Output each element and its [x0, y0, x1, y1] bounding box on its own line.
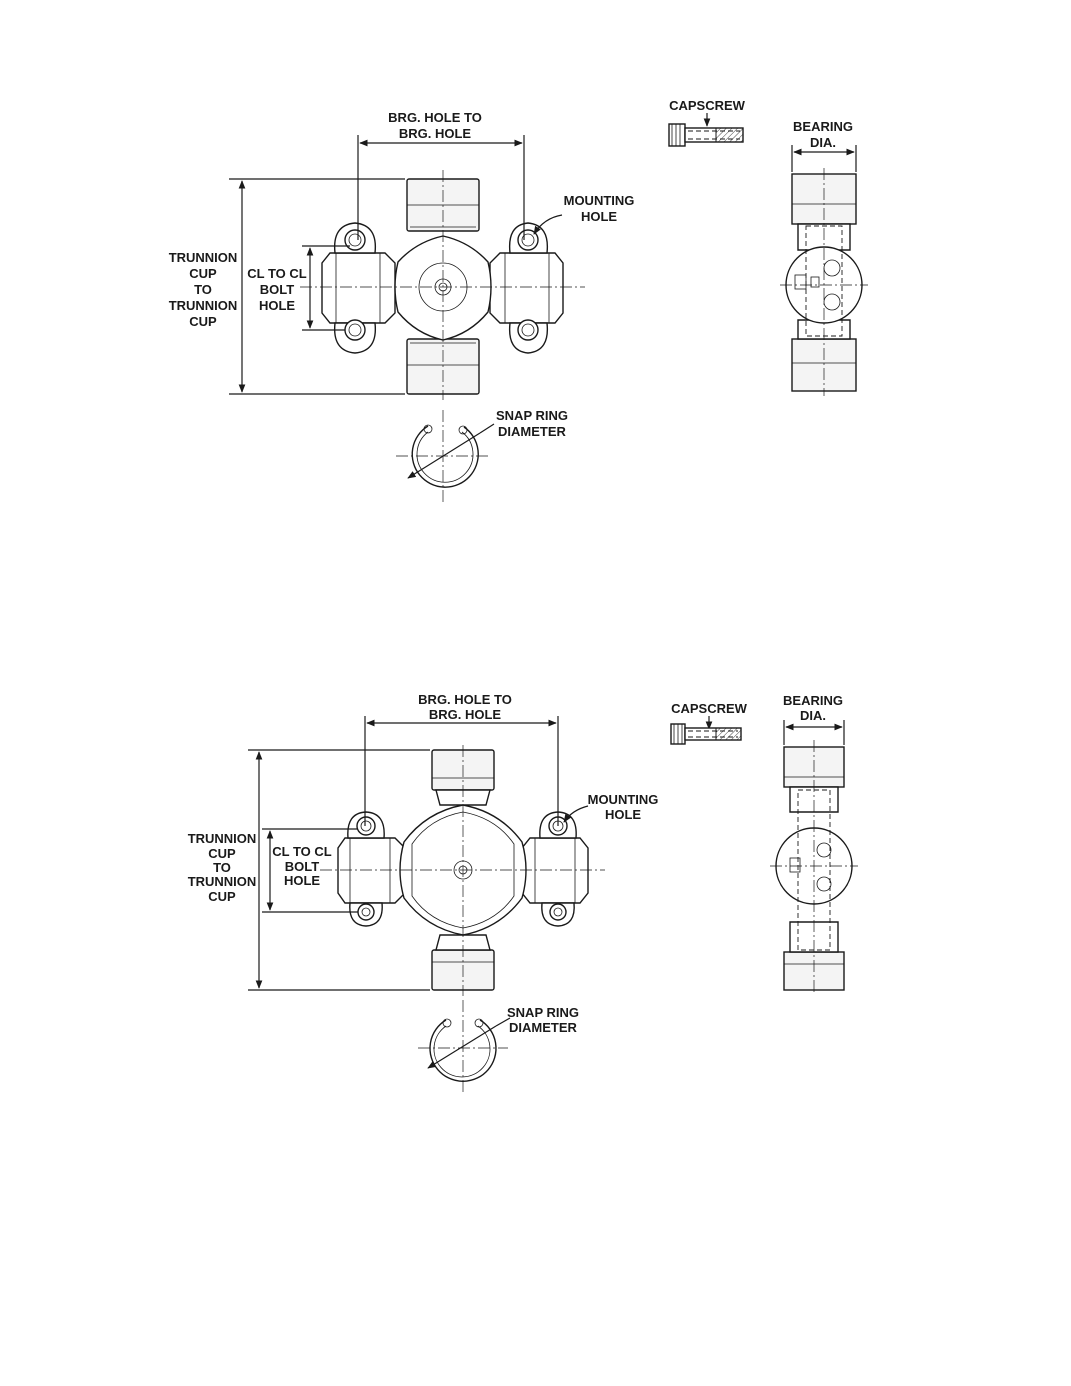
trunnion-label-2-line-3: TO [213, 860, 231, 875]
capscrew-label-2: CAPSCREW [671, 701, 748, 716]
snap-ring-label-2-line-1: SNAP RING [507, 1005, 579, 1020]
trunnion-dimension-2: TRUNNION CUP TO TRUNNION CUP [188, 749, 430, 991]
u-joint-side-view: BEARING DIA. [780, 119, 868, 396]
mounting-hole-label-line-1: MOUNTING [564, 193, 635, 208]
cl-bolt-label-line-1: CL TO CL [247, 266, 307, 281]
trunnion-dimension: TRUNNION CUP TO TRUNNION CUP [169, 178, 405, 395]
brg-hole-dimension-2: BRG. HOLE TO BRG. HOLE [364, 692, 559, 826]
trunnion-label-line-1: TRUNNION [169, 250, 238, 265]
cl-bolt-dimension: CL TO CL BOLT HOLE [247, 245, 350, 331]
cl-bolt-label-2-line-1: CL TO CL [272, 844, 332, 859]
mounting-hole-label-line-2: HOLE [581, 209, 617, 224]
capscrew-label: CAPSCREW [669, 98, 746, 113]
u-joint-front-view [300, 170, 585, 400]
bearing-dia-label-2-line-1: BEARING [783, 693, 843, 708]
snap-ring-label-2-line-2: DIAMETER [509, 1020, 578, 1035]
bearing-dia-label-line-1: BEARING [793, 119, 853, 134]
brg-hole-label-2-line-1: BRG. HOLE TO [418, 692, 512, 707]
u-joint-diagram-2: BRG. HOLE TO BRG. HOLE TRUNNION CUP TO T… [188, 692, 858, 1094]
trunnion-label-line-2: CUP [189, 266, 217, 281]
mounting-hole-label-2-line-1: MOUNTING [588, 792, 659, 807]
cl-bolt-label-2-line-2: BOLT [285, 859, 319, 874]
trunnion-label-2-line-5: CUP [208, 889, 236, 904]
u-joint-front-view-2 [320, 745, 605, 996]
cl-bolt-label-line-2: BOLT [260, 282, 294, 297]
brg-hole-label-line-1: BRG. HOLE TO [388, 110, 482, 125]
trunnion-label-2-line-2: CUP [208, 846, 236, 861]
snap-ring-view: SNAP RING DIAMETER [396, 408, 568, 502]
snap-ring-label-line-1: SNAP RING [496, 408, 568, 423]
trunnion-label-2-line-1: TRUNNION [188, 831, 257, 846]
trunnion-label-2-line-4: TRUNNION [188, 874, 257, 889]
bearing-dia-label-line-2: DIA. [810, 135, 836, 150]
cl-bolt-label-2-line-3: HOLE [284, 873, 320, 888]
trunnion-label-line-4: TRUNNION [169, 298, 238, 313]
capscrew-view: CAPSCREW [668, 98, 746, 147]
u-joint-diagram-1: BRG. HOLE TO BRG. HOLE TRUNNION CUP TO T… [169, 98, 868, 502]
trunnion-label-line-5: CUP [189, 314, 217, 329]
brg-hole-label-2-line-2: BRG. HOLE [429, 707, 502, 722]
trunnion-label-line-3: TO [194, 282, 212, 297]
snap-ring-label-line-2: DIAMETER [498, 424, 567, 439]
cl-bolt-label-line-3: HOLE [259, 298, 295, 313]
u-joint-side-view-2: BEARING DIA. [770, 693, 858, 995]
mounting-hole-callout-2: MOUNTING HOLE [563, 792, 659, 823]
brg-hole-dimension: BRG. HOLE TO BRG. HOLE [357, 110, 525, 240]
snap-ring-view-2: SNAP RING DIAMETER [418, 1000, 579, 1094]
mounting-hole-callout: MOUNTING HOLE [533, 193, 635, 235]
capscrew-view-2: CAPSCREW [670, 701, 748, 745]
brg-hole-label-line-2: BRG. HOLE [399, 126, 472, 141]
bearing-dia-label-2-line-2: DIA. [800, 708, 826, 723]
mounting-hole-label-2-line-2: HOLE [605, 807, 641, 822]
cl-bolt-dimension-2: CL TO CL BOLT HOLE [262, 828, 358, 913]
